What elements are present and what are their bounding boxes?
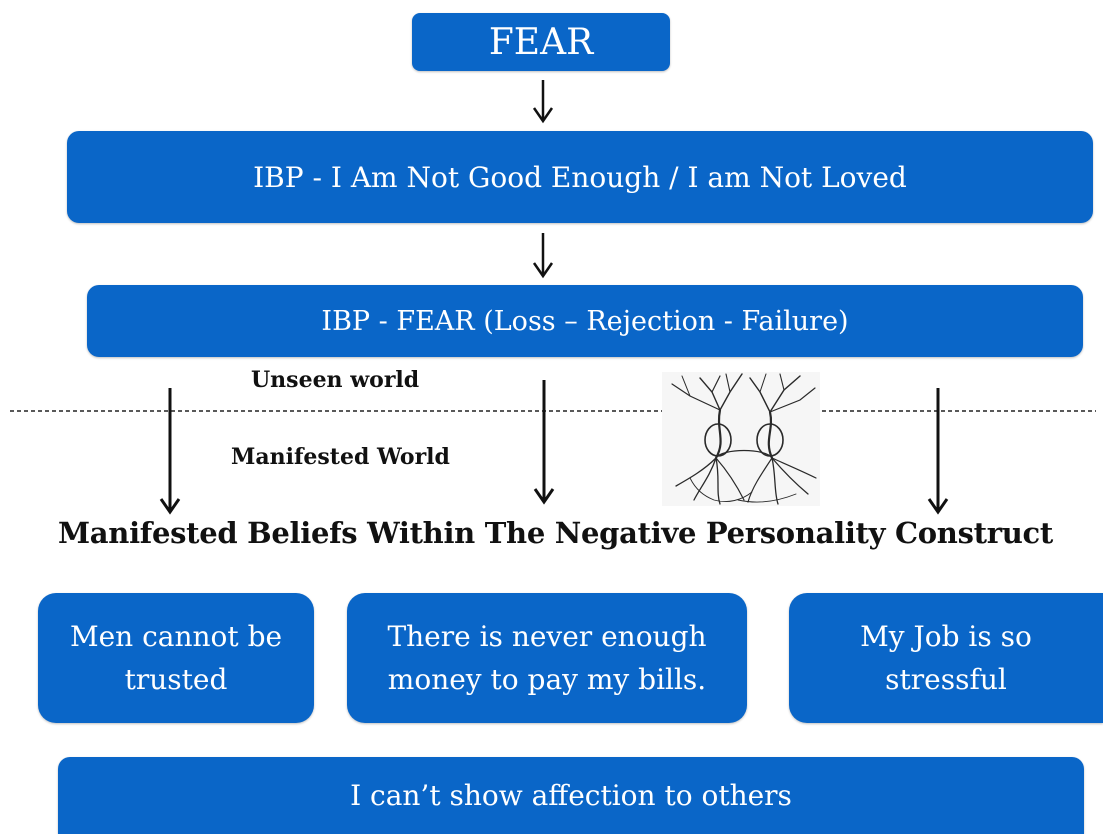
down-arrow-icon xyxy=(532,80,554,124)
belief-box-job: My Job is so stressful xyxy=(789,593,1103,723)
belief-box-affection: I can’t show affection to others xyxy=(58,757,1084,834)
fear-box: FEAR xyxy=(412,13,670,71)
belief-money-line1: There is never enough xyxy=(387,620,707,653)
tree-roots-illustration xyxy=(662,372,820,506)
down-arrow-icon xyxy=(159,388,181,515)
belief-box-men: Men cannot be trusted xyxy=(38,593,314,723)
ibp-secondary-label: IBP - FEAR (Loss – Rejection - Failure) xyxy=(321,305,849,337)
belief-men-line1: Men cannot be xyxy=(69,620,283,653)
belief-job-line1: My Job is so xyxy=(860,620,1032,653)
belief-men-line2: trusted xyxy=(124,663,228,696)
belief-money-line2: money to pay my bills. xyxy=(387,663,707,696)
unseen-world-label: Unseen world xyxy=(251,367,420,393)
manifested-world-label: Manifested World xyxy=(231,444,450,470)
belief-job-line2: stressful xyxy=(885,663,1007,696)
ibp-primary-label: IBP - I Am Not Good Enough / I am Not Lo… xyxy=(253,160,907,194)
ibp-secondary-box: IBP - FEAR (Loss – Rejection - Failure) xyxy=(87,285,1083,357)
fear-label: FEAR xyxy=(488,21,594,63)
down-arrow-icon xyxy=(533,380,555,505)
ibp-primary-box: IBP - I Am Not Good Enough / I am Not Lo… xyxy=(67,131,1093,223)
section-heading: Manifested Beliefs Within The Negative P… xyxy=(58,516,1053,550)
down-arrow-icon xyxy=(927,388,949,515)
belief-affection-label: I can’t show affection to others xyxy=(350,779,792,812)
down-arrow-icon xyxy=(532,233,554,279)
belief-box-money: There is never enough money to pay my bi… xyxy=(347,593,747,723)
